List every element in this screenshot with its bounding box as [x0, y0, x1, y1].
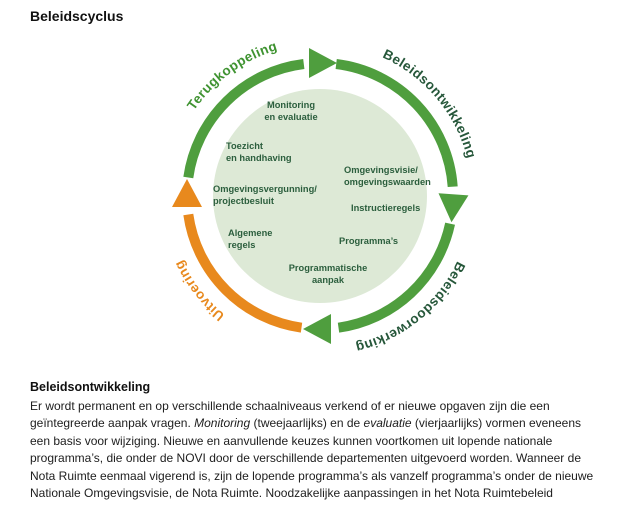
- inner-label-line: Omgevingsvisie/: [344, 165, 418, 175]
- cycle-inner-circle: [213, 89, 427, 303]
- inner-label-toezicht: Toezicht en handhaving: [226, 140, 292, 164]
- paragraph-segment: (vierjaarlijks) vormen eveneens een basi…: [30, 416, 594, 501]
- inner-label-line: Algemene: [228, 228, 273, 238]
- cycle-svg: Terugkoppeling Beleidsontwikkeling Belei…: [171, 38, 479, 355]
- arc-beleidsdoorwerking: [337, 222, 455, 333]
- inner-label-line: Monitoring: [266, 100, 316, 110]
- paragraph-segment: Er wordt permanent en op verschillende s…: [30, 399, 550, 431]
- inner-label-programmatische-aanpak: Programmatische aanpak: [289, 262, 368, 286]
- inner-label-line: Omgevingsvergunning/: [213, 184, 317, 194]
- arc-uitvoering: [183, 213, 303, 333]
- inner-label-line: Programmatische: [288, 263, 368, 273]
- arrow-top-icon: [309, 48, 337, 78]
- inner-label-line: Toezicht: [226, 141, 264, 151]
- section-heading: Beleidsontwikkeling: [30, 380, 151, 394]
- arc-terugkoppeling: [183, 59, 305, 179]
- arc-beleidsontwikkeling: [335, 59, 458, 188]
- section-paragraph: Er wordt permanent en op verschillende s…: [30, 398, 594, 502]
- inner-label-monitoring: Monitoring en evaluatie: [264, 99, 317, 123]
- beleidscyclus-diagram: Terugkoppeling Beleidsontwikkeling Belei…: [0, 26, 624, 370]
- paragraph-segment-italic: evaluatie: [363, 416, 412, 431]
- inner-label-omgevingsvisie: Omgevingsvisie/ omgevingswaarden: [344, 164, 431, 188]
- inner-label-line: en handhaving: [226, 153, 292, 163]
- inner-label-line: aanpak: [311, 275, 345, 285]
- inner-label-algemene-regels: Algemene regels: [228, 227, 272, 251]
- inner-label-line: omgevingswaarden: [344, 177, 431, 187]
- inner-label-line: Programma’s: [339, 236, 399, 246]
- arrow-bottom-icon: [303, 314, 331, 344]
- inner-label-programmas: Programma’s: [339, 235, 398, 247]
- body-text: Beleidsontwikkeling Er wordt permanent e…: [30, 380, 594, 502]
- inner-label-line: regels: [228, 240, 256, 250]
- inner-label-line: Instructieregels: [351, 203, 421, 213]
- paragraph-segment: (tweejaarlijks) en de: [250, 416, 364, 431]
- arrow-right-icon: [438, 193, 469, 223]
- inner-label-omgevingsvergunning: Omgevingsvergunning/ projectbesluit: [213, 183, 317, 207]
- paragraph-segment-italic: Monitoring: [194, 416, 251, 431]
- page-title: Beleidscyclus: [30, 8, 124, 24]
- inner-label-instructieregels: Instructieregels: [351, 202, 420, 214]
- arrow-left-icon: [172, 179, 202, 207]
- inner-label-line: projectbesluit: [213, 196, 274, 206]
- label-uitvoering: Uitvoering: [171, 258, 227, 324]
- inner-label-line: en evaluatie: [264, 112, 318, 122]
